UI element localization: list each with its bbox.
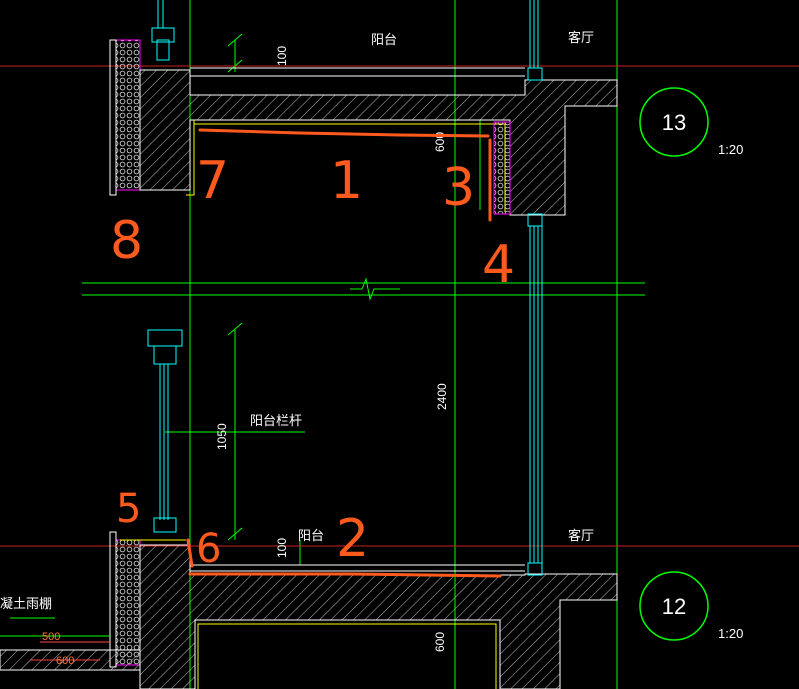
dim-bottom-100: 100 — [275, 538, 289, 558]
canopy — [0, 617, 141, 671]
axis-marker-13: 13 1:20 — [639, 87, 743, 157]
dim-mid-2400: 2400 — [435, 383, 449, 410]
dim-bottom-600: 600 — [433, 632, 447, 652]
top-window-frame — [151, 0, 175, 61]
glazing-lines — [529, 0, 543, 563]
dim-canopy-600: 600 — [56, 655, 74, 667]
dim-mid-1050: 1050 — [215, 423, 229, 450]
axis-marker-12: 12 1:20 — [639, 571, 743, 641]
axis-number-13: 13 — [662, 110, 686, 135]
axis-number-12: 12 — [662, 594, 686, 619]
railing — [147, 329, 183, 533]
label-balcony-top: 阳台 — [371, 33, 397, 48]
label-living-bottom: 客厅 — [568, 528, 594, 544]
label-balcony-railing: 阳台栏杆 — [250, 414, 302, 429]
annotation-3: 3 — [442, 158, 475, 218]
axis-scale-13: 1:20 — [718, 142, 743, 157]
annotation-1: 1 — [330, 151, 363, 211]
label-living-top: 客厅 — [568, 30, 594, 46]
annotation-6: 6 — [196, 526, 221, 572]
annotation-strokes — [186, 128, 502, 578]
annotation-5: 5 — [116, 486, 141, 532]
bottom-slab — [109, 531, 618, 689]
dim-canopy-500: 500 — [42, 631, 60, 643]
axis-scale-12: 1:20 — [718, 626, 743, 641]
label-canopy: 凝土雨棚 — [0, 596, 52, 612]
top-slab — [109, 39, 618, 227]
annotation-8: 8 — [110, 211, 143, 271]
annotation-7: 7 — [196, 151, 229, 211]
annotation-2: 2 — [336, 509, 369, 569]
label-balcony-bottom: 阳台 — [298, 529, 324, 544]
dim-top-100: 100 — [275, 46, 289, 66]
annotation-4: 4 — [482, 235, 515, 295]
break-symbol — [350, 277, 400, 301]
